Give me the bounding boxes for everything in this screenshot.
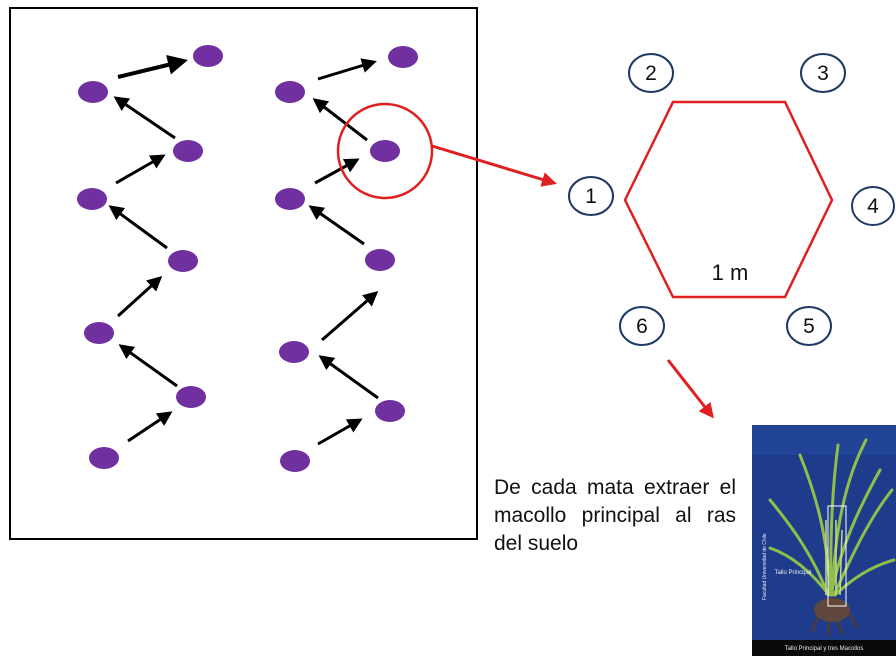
path-arrow [317,58,377,81]
position-6-label: 6 [636,315,648,338]
sampling-path-left [77,45,223,469]
plant-dot [370,140,400,162]
path-arrow [116,275,163,318]
path-arrow [117,55,188,79]
instruction-text: De cada mata extraer el macollo principa… [494,476,736,555]
sample-arrow [666,359,714,419]
position-2-label: 2 [645,62,657,85]
plant-dot [365,249,395,271]
zoom-arrow [431,144,557,187]
plant-dot [275,188,305,210]
highlight-circle [336,102,434,200]
path-arrow [118,344,178,388]
position-4-label: 4 [867,195,879,218]
path-arrow [314,158,360,185]
plant-dot [279,341,309,363]
photo-footer: Tallo Principal y tres Macollos [785,646,864,652]
plant-dot [280,450,310,472]
sampling-hexagon [623,100,834,299]
path-arrow [312,98,368,142]
photo-stem-label: Tallo Principal [774,570,811,576]
plant-dot [168,250,198,272]
path-arrow [108,205,168,250]
plant-dot [375,400,405,422]
path-arrow [308,205,365,246]
plant-dot [275,81,305,103]
plant-dot [193,45,223,67]
path-arrow [115,154,166,185]
position-6: 6 [619,306,665,346]
path-arrow [127,411,173,443]
plant-dot [89,447,119,469]
plant-dot [173,140,203,162]
position-1-label: 1 [585,185,597,208]
sampling-path-right [275,46,418,472]
path-arrow [113,96,176,140]
position-5: 5 [786,306,832,346]
position-3: 3 [800,53,846,93]
position-3-label: 3 [817,62,829,85]
plant-photo: Tallo Principal Facultad Universidad de … [752,425,896,656]
main-stem-box [827,505,847,607]
plant-dot [78,81,108,103]
position-1: 1 [568,176,614,216]
path-arrow [321,291,379,342]
position-2: 2 [628,53,674,93]
plant-dot [388,46,418,68]
path-arrow [318,355,379,400]
plant-dot [84,322,114,344]
plant-dot [176,386,206,408]
position-4: 4 [851,186,895,226]
photo-side-text: Facultad Universidad de Chile [762,533,768,600]
hexagon-side-label: 1 m [712,260,749,285]
plant-dot [77,188,107,210]
path-arrow [317,418,363,446]
position-5-label: 5 [803,315,815,338]
